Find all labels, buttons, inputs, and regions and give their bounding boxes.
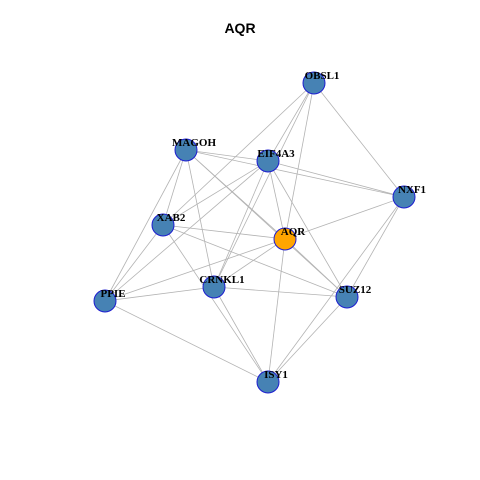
edge-crnkl1-suz12 bbox=[213, 286, 348, 298]
node-label-eif4a3: EIF4A3 bbox=[257, 148, 295, 160]
edge-magoh-nxf1 bbox=[185, 149, 405, 198]
edge-crnkl1-isy1 bbox=[213, 286, 269, 383]
node-crnkl1 bbox=[202, 275, 226, 299]
edge-ppie-isy1 bbox=[104, 300, 269, 383]
node-layer bbox=[93, 71, 416, 394]
node-suz12 bbox=[335, 285, 359, 309]
edge-magoh-xab2 bbox=[162, 149, 187, 226]
node-label-xab2: XAB2 bbox=[157, 212, 186, 224]
node-label-nxf1: NXF1 bbox=[398, 184, 426, 196]
edge-eif4a3-xab2 bbox=[162, 160, 269, 226]
node-xab2 bbox=[151, 213, 175, 237]
edge-aqr-ppie bbox=[104, 238, 286, 302]
edge-eif4a3-crnkl1 bbox=[213, 160, 269, 288]
edge-aqr-nxf1 bbox=[284, 196, 405, 240]
node-isy1 bbox=[256, 370, 280, 394]
node-ppie bbox=[93, 289, 117, 313]
edge-aqr-crnkl1 bbox=[213, 238, 286, 288]
node-nxf1 bbox=[392, 185, 416, 209]
node-label-crnkl1: CRNKL1 bbox=[199, 274, 244, 286]
node-aqr bbox=[273, 227, 297, 251]
edge-suz12-isy1 bbox=[267, 296, 348, 383]
edge-eif4a3-nxf1 bbox=[267, 160, 405, 198]
edge-aqr-xab2 bbox=[162, 224, 286, 240]
edge-nxf1-suz12 bbox=[346, 196, 405, 298]
edge-xab2-isy1 bbox=[162, 224, 269, 383]
node-label-obsl1: OBSL1 bbox=[305, 70, 340, 82]
edge-obsl1-nxf1 bbox=[313, 82, 405, 198]
edge-obsl1-eif4a3 bbox=[267, 82, 315, 162]
edge-xab2-suz12 bbox=[162, 224, 348, 298]
node-label-isy1: ISY1 bbox=[264, 369, 288, 381]
node-label-suz12: SUZ12 bbox=[339, 284, 372, 296]
node-magoh bbox=[174, 138, 198, 162]
node-label-aqr: AQR bbox=[281, 226, 307, 238]
node-label-ppie: PPIE bbox=[100, 288, 125, 300]
edge-obsl1-crnkl1 bbox=[213, 82, 315, 288]
edge-aqr-obsl1 bbox=[284, 82, 315, 240]
edge-aqr-eif4a3 bbox=[267, 160, 286, 240]
node-eif4a3 bbox=[256, 149, 280, 173]
edge-crnkl1-ppie bbox=[104, 286, 215, 302]
edge-magoh-suz12 bbox=[185, 149, 348, 298]
edge-magoh-crnkl1 bbox=[185, 149, 215, 288]
node-obsl1 bbox=[302, 71, 326, 95]
edge-magoh-ppie bbox=[104, 149, 187, 302]
node-label-magoh: MAGOH bbox=[172, 137, 216, 149]
edge-eif4a3-suz12 bbox=[267, 160, 348, 298]
chart-title: AQR bbox=[224, 20, 256, 36]
edge-magoh-eif4a3 bbox=[185, 149, 269, 162]
edge-eif4a3-ppie bbox=[104, 160, 269, 302]
edge-layer bbox=[104, 82, 405, 383]
edge-xab2-ppie bbox=[104, 224, 164, 302]
edge-nxf1-isy1 bbox=[267, 196, 405, 383]
edge-obsl1-xab2 bbox=[162, 82, 315, 226]
edge-aqr-isy1 bbox=[267, 238, 286, 383]
